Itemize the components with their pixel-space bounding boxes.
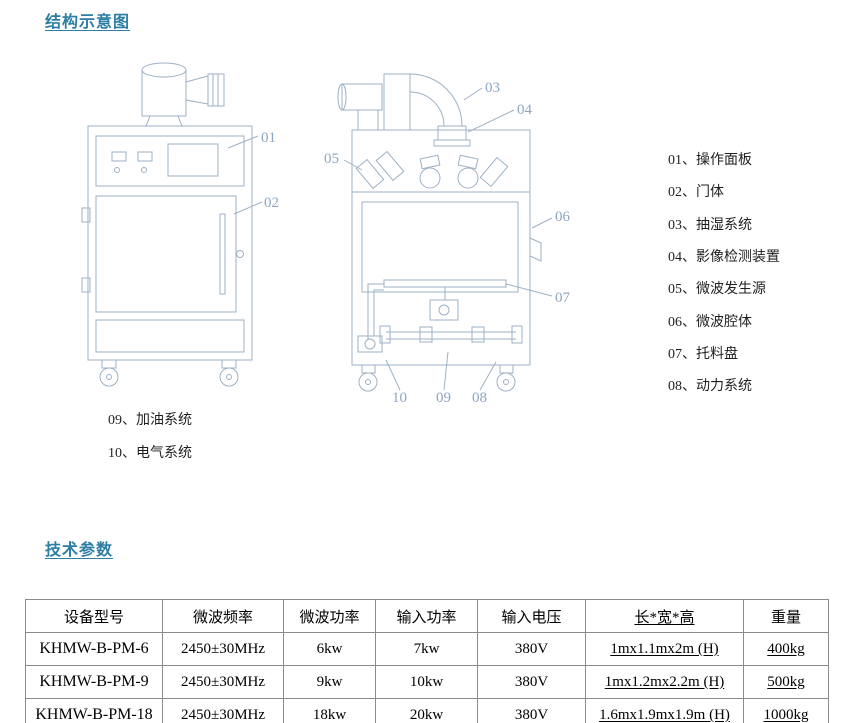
legend-item-10: 10、电气系统 xyxy=(108,445,192,461)
cell-voltage: 380V xyxy=(477,665,586,699)
cell-voltage: 380V xyxy=(477,632,586,666)
legend-item-09: 09、加油系统 xyxy=(108,412,192,428)
legend-item-05: 05、微波发生源 xyxy=(668,282,766,298)
left-machine-drawing xyxy=(81,62,263,387)
column-header-in-power: 输入功率 xyxy=(375,599,478,633)
cell-in-power: 10kw xyxy=(375,665,478,699)
legend-item-08: 08、动力系统 xyxy=(668,379,752,395)
callout-07: 07 xyxy=(555,290,571,306)
column-header-frequency: 微波频率 xyxy=(162,599,284,633)
cell-in-power: 7kw xyxy=(375,632,478,666)
callout-09: 09 xyxy=(436,390,451,406)
callout-06: 06 xyxy=(555,209,571,225)
right-machine-drawing xyxy=(337,73,553,392)
legend-item-04: 04、影像检测装置 xyxy=(668,250,780,266)
table-row: KHMW-B-PM-18 2450±30MHz 18kw 20kw 380V 1… xyxy=(25,698,829,723)
callout-02: 02 xyxy=(264,195,279,211)
cell-mw-power: 6kw xyxy=(283,632,376,666)
column-header-mw-power: 微波功率 xyxy=(283,599,376,633)
legend-item-03: 03、抽湿系统 xyxy=(668,217,752,233)
callout-01: 01 xyxy=(261,130,276,146)
cell-frequency: 2450±30MHz xyxy=(162,698,284,723)
legend-item-06: 06、微波腔体 xyxy=(668,314,752,330)
cell-weight: 1000kg xyxy=(743,698,829,723)
table-row: KHMW-B-PM-6 2450±30MHz 6kw 7kw 380V 1mx1… xyxy=(25,632,829,666)
legend-bottom: 09、加油系统 10、电气系统 xyxy=(108,402,192,468)
column-header-model: 设备型号 xyxy=(25,599,163,633)
structure-diagram: 01 02 03 04 05 06 07 08 09 10 xyxy=(81,62,571,406)
callout-05: 05 xyxy=(324,151,339,167)
cell-in-power: 20kw xyxy=(375,698,478,723)
callout-08: 08 xyxy=(472,390,487,406)
cell-dimensions: 1mx1.1mx2m (H) xyxy=(585,632,744,666)
cell-dimensions: 1.6mx1.9mx1.9m (H) xyxy=(585,698,744,723)
section-title-structure: 结构示意图 xyxy=(45,14,131,31)
cell-weight: 500kg xyxy=(743,665,829,699)
cell-voltage: 380V xyxy=(477,698,586,723)
cell-model: KHMW-B-PM-18 xyxy=(25,698,163,723)
legend-right: 01、操作面板 02、门体 03、抽湿系统 04、影像检测装置 05、微波发生源… xyxy=(668,143,780,401)
section-title-parameters: 技术参数 xyxy=(45,542,114,559)
cell-model: KHMW-B-PM-9 xyxy=(25,665,163,699)
cell-mw-power: 18kw xyxy=(283,698,376,723)
spec-table: 设备型号 微波频率 微波功率 输入功率 输入电压 长*宽*高 重量 KHMW-B… xyxy=(25,599,829,723)
legend-item-02: 02、门体 xyxy=(668,185,724,201)
cell-frequency: 2450±30MHz xyxy=(162,632,284,666)
cell-weight: 400kg xyxy=(743,632,829,666)
legend-item-01: 01、操作面板 xyxy=(668,153,752,169)
column-header-voltage: 输入电压 xyxy=(477,599,586,633)
column-header-weight: 重量 xyxy=(743,599,829,633)
diagram-callout-numbers: 01 02 03 04 05 06 07 08 09 10 xyxy=(261,80,571,406)
table-header-row: 设备型号 微波频率 微波功率 输入功率 输入电压 长*宽*高 重量 xyxy=(25,599,829,633)
table-row: KHMW-B-PM-9 2450±30MHz 9kw 10kw 380V 1mx… xyxy=(25,665,829,699)
callout-10: 10 xyxy=(392,390,407,406)
cell-mw-power: 9kw xyxy=(283,665,376,699)
cell-frequency: 2450±30MHz xyxy=(162,665,284,699)
callout-03: 03 xyxy=(485,80,500,96)
legend-item-07: 07、托料盘 xyxy=(668,346,738,362)
cell-model: KHMW-B-PM-6 xyxy=(25,632,163,666)
cell-dimensions: 1mx1.2mx2.2m (H) xyxy=(585,665,744,699)
callout-04: 04 xyxy=(517,102,533,118)
column-header-dimensions: 长*宽*高 xyxy=(585,599,744,633)
